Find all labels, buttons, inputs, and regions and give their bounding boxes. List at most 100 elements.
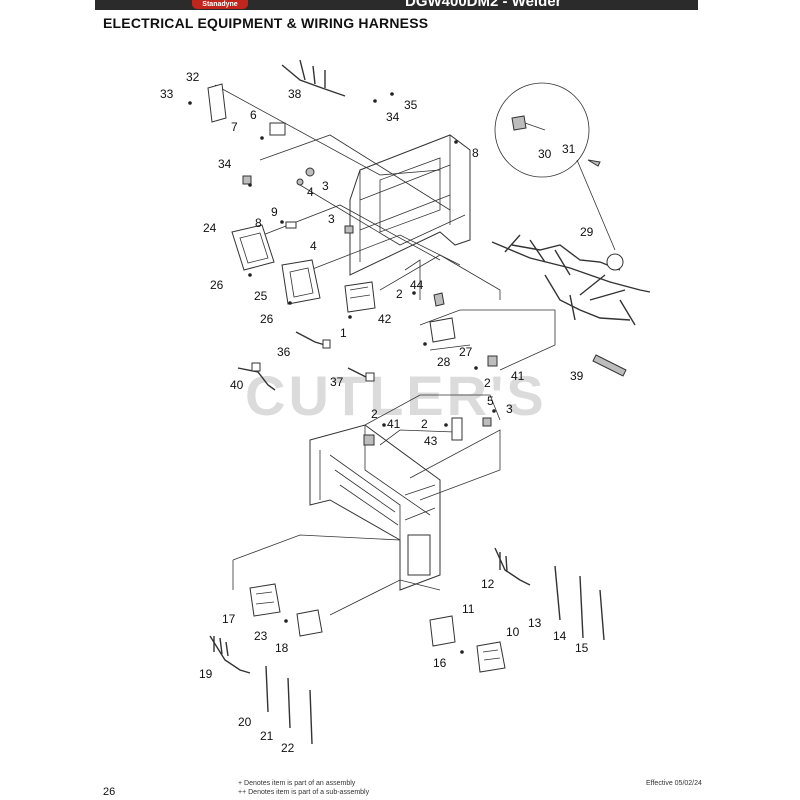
callout-42: 42 bbox=[378, 312, 392, 326]
callout-4: 4 bbox=[310, 239, 317, 253]
part-3-4-fastener bbox=[344, 225, 354, 234]
part-5-3-switch bbox=[482, 417, 492, 427]
leader-dots bbox=[188, 92, 496, 654]
part-38-cable bbox=[281, 59, 346, 97]
part-37-wire bbox=[347, 367, 375, 382]
callout-21: 21 bbox=[260, 729, 274, 743]
part-6-bracket bbox=[269, 122, 286, 136]
control-box-frame bbox=[349, 134, 471, 276]
callout-6: 6 bbox=[250, 108, 257, 122]
part-44-bracket bbox=[433, 292, 445, 307]
part-29-wiring-harness bbox=[491, 234, 651, 326]
brand-logo: Stanadyne bbox=[192, 0, 248, 9]
callout-17: 17 bbox=[222, 612, 236, 626]
callout-36: 36 bbox=[277, 345, 291, 359]
callout-37: 37 bbox=[330, 375, 344, 389]
callout-5: 5 bbox=[487, 394, 494, 408]
callout-10: 10 bbox=[506, 625, 520, 639]
callout-40: 40 bbox=[230, 378, 244, 392]
callout-19: 19 bbox=[199, 667, 213, 681]
part-24-plate bbox=[231, 224, 275, 271]
callout-34: 34 bbox=[386, 110, 400, 124]
callout-31: 31 bbox=[562, 142, 576, 156]
callout-41: 41 bbox=[511, 369, 525, 383]
callout-3: 3 bbox=[506, 402, 513, 416]
callout-23: 23 bbox=[254, 629, 268, 643]
part-18-box bbox=[296, 609, 323, 637]
callout-20: 20 bbox=[238, 715, 252, 729]
callout-4: 4 bbox=[307, 185, 314, 199]
callout-24: 24 bbox=[203, 221, 217, 235]
callout-29: 29 bbox=[580, 225, 594, 239]
section-title: ELECTRICAL EQUIPMENT & WIRING HARNESS bbox=[103, 15, 429, 31]
callout-11: 11 bbox=[462, 602, 475, 616]
footnote-assembly: + Denotes item is part of an assembly bbox=[238, 780, 356, 787]
callout-35: 35 bbox=[404, 98, 418, 112]
callout-8: 8 bbox=[472, 146, 479, 160]
callout-32: 32 bbox=[186, 70, 200, 84]
callout-2: 2 bbox=[421, 417, 428, 431]
callout-38: 38 bbox=[288, 87, 302, 101]
part-32-panel bbox=[207, 83, 227, 123]
part-3-4-nut bbox=[296, 167, 315, 186]
callout-3: 3 bbox=[328, 212, 335, 226]
part-13-14-15-cables bbox=[554, 565, 605, 641]
part-30-31-connector bbox=[494, 82, 616, 251]
effective-date: Effective 05/02/24 bbox=[646, 780, 702, 787]
callout-26: 26 bbox=[210, 278, 224, 292]
callout-2: 2 bbox=[396, 287, 403, 301]
part-43-breaker bbox=[451, 417, 463, 441]
callout-30: 30 bbox=[538, 147, 552, 161]
part-11-relay bbox=[429, 615, 456, 647]
part-12-wire bbox=[494, 547, 531, 586]
callout-34: 34 bbox=[218, 157, 232, 171]
part-10-16-contactor bbox=[476, 641, 506, 673]
part-36-wire bbox=[295, 331, 331, 349]
part-40-harness bbox=[237, 362, 276, 391]
callout-8: 8 bbox=[255, 216, 262, 230]
part-25-plate bbox=[281, 259, 321, 305]
part-9-clip bbox=[285, 221, 297, 229]
callout-33: 33 bbox=[160, 87, 174, 101]
part-27-relay bbox=[429, 317, 456, 343]
part-19-wire bbox=[209, 635, 251, 674]
callout-2: 2 bbox=[484, 376, 491, 390]
lower-frame bbox=[309, 424, 441, 591]
callout-1: 1 bbox=[340, 326, 347, 340]
callout-26: 26 bbox=[260, 312, 274, 326]
callout-16: 16 bbox=[433, 656, 447, 670]
page-number: 26 bbox=[103, 786, 116, 798]
callout-15: 15 bbox=[575, 641, 589, 655]
callout-18: 18 bbox=[275, 641, 289, 655]
part-39-sleeve bbox=[592, 354, 627, 377]
footnote: + Denotes item is part of an assembly ++… bbox=[238, 779, 369, 797]
part-17-contactor bbox=[249, 583, 281, 617]
part-42-module bbox=[344, 281, 376, 313]
power-logo: MULTIQUIP POWER bbox=[745, 1, 800, 7]
callout-13: 13 bbox=[528, 616, 542, 630]
callout-3: 3 bbox=[322, 179, 329, 193]
part-20-21-22-cables bbox=[265, 665, 313, 745]
callout-28: 28 bbox=[437, 355, 451, 369]
part-34-screw bbox=[242, 175, 252, 185]
callout-12: 12 bbox=[481, 577, 495, 591]
header-bar: Stanadyne DGW400DM2 - Welder MULTIQUIP P… bbox=[95, 0, 800, 10]
part-41-switch bbox=[363, 355, 498, 446]
callout-44: 44 bbox=[410, 278, 424, 292]
callout-14: 14 bbox=[553, 629, 567, 643]
watermark: CUTLER'S bbox=[245, 364, 547, 427]
footnote-sub-assembly: ++ Denotes item is part of a sub-assembl… bbox=[238, 789, 370, 796]
model-title: DGW400DM2 - Welder bbox=[405, 0, 562, 10]
callout-labels: 32 33 38 35 34 6 7 34 8 30 31 3 4 9 8 3 … bbox=[160, 70, 594, 755]
callout-43: 43 bbox=[424, 434, 438, 448]
callout-27: 27 bbox=[459, 345, 473, 359]
callout-2: 2 bbox=[371, 407, 378, 421]
callout-41: 41 bbox=[387, 417, 401, 431]
callout-39: 39 bbox=[570, 369, 584, 383]
harness-routing bbox=[214, 84, 556, 616]
callout-7: 7 bbox=[231, 120, 238, 134]
callout-9: 9 bbox=[271, 205, 278, 219]
callout-25: 25 bbox=[254, 289, 268, 303]
